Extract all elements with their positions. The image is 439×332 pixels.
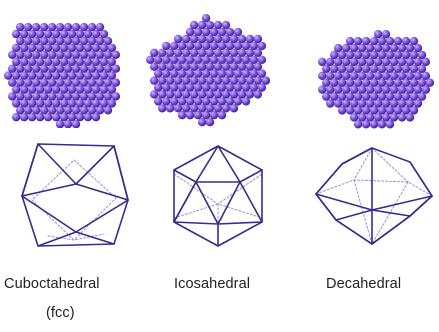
icosahedral-atom (178, 111, 186, 119)
cuboctahedral-cluster-image (4, 16, 122, 128)
decahedral-atom (362, 120, 370, 128)
cuboctahedral-atom (20, 113, 28, 121)
icosahedral-atom (206, 118, 214, 126)
cuboctahedral-atom (104, 106, 112, 114)
icosahedral-atom (230, 104, 238, 112)
icosahedral-atom (254, 90, 262, 98)
decahedral-cluster-image (318, 30, 436, 130)
decahedral-atom (398, 113, 406, 121)
cuboctahedral-atom (92, 113, 100, 121)
icosahedral-atom (198, 118, 206, 126)
cuboctahedral-sublabel: (fcc) (46, 305, 75, 321)
cuboctahedral-atom (12, 113, 20, 121)
cuboctahedral-atom (28, 113, 36, 121)
decahedron-wireframe (312, 144, 436, 248)
hidden-edges (316, 148, 432, 244)
decahedral-label: Decahedral (326, 276, 401, 292)
decahedral-atom (354, 120, 362, 128)
cuboctahedron-wireframe (18, 140, 130, 252)
cuboctahedral-atom (44, 113, 52, 121)
cuboctahedral-atom (84, 113, 92, 121)
decahedral-atom (378, 120, 386, 128)
front-edges (174, 146, 262, 246)
decahedral-atom (386, 120, 394, 128)
front-edges (316, 148, 432, 244)
icosahedral-atom (218, 111, 226, 119)
decahedral-atom (326, 99, 334, 107)
icosahedral-cluster-image (146, 14, 270, 128)
icosahedral-atom (166, 104, 174, 112)
cuboctahedral-label: Cuboctahedral (4, 276, 100, 292)
decahedral-atom (338, 106, 346, 114)
hidden-edges (32, 160, 116, 240)
cuboctahedral-atom (36, 113, 44, 121)
icosahedral-label: Icosahedral (174, 276, 250, 292)
icosahedron-wireframe (170, 144, 266, 248)
icosahedral-atom (186, 111, 194, 119)
icosahedral-atom (158, 104, 166, 112)
icosahedral-atom (242, 97, 250, 105)
decahedral-atom (370, 120, 378, 128)
decahedral-atom (406, 113, 414, 121)
